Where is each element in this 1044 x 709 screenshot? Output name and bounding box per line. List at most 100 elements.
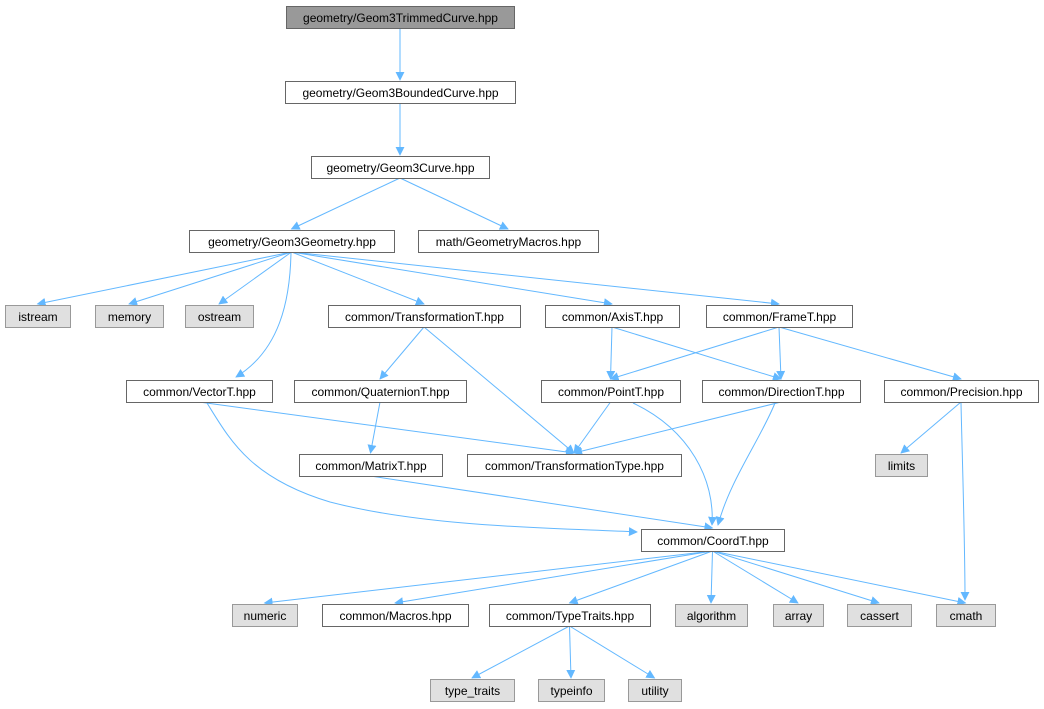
external-header-node: algorithm [675, 604, 748, 627]
node-box [232, 604, 298, 627]
edge-n2-to-n4 [399, 177, 509, 230]
edge-n14-to-n19 [715, 402, 776, 526]
edge-n10-to-n14 [776, 326, 786, 380]
external-header-node: type_traits [430, 679, 515, 702]
node-label: ostream [198, 310, 241, 324]
node-box [294, 380, 467, 403]
file-node[interactable]: geometry/Geom3Geometry.hpp [189, 230, 395, 253]
file-node[interactable]: geometry/Geom3Curve.hpp [311, 156, 490, 179]
node-box [418, 230, 599, 253]
edge-n11-to-n19 [206, 402, 638, 537]
node-box [489, 604, 651, 627]
edge-n3-to-n6 [128, 251, 292, 306]
edge-n3-to-n9 [291, 251, 613, 308]
node-box [95, 305, 164, 328]
node-label: common/AxisT.hpp [562, 310, 664, 324]
external-header-node: ostream [185, 305, 254, 328]
file-node[interactable]: common/VectorT.hpp [126, 380, 273, 403]
node-box [847, 604, 912, 627]
edge-n3-to-n11 [235, 252, 292, 378]
external-header-node: cassert [847, 604, 912, 627]
node-box [675, 604, 748, 627]
node-box [467, 454, 682, 477]
file-node[interactable]: common/TypeTraits.hpp [489, 604, 651, 627]
node-box [126, 380, 273, 403]
edge-n10-to-n13 [609, 326, 780, 381]
external-header-node: limits [875, 454, 928, 477]
edge-n3-to-n5 [36, 251, 292, 307]
node-label: math/GeometryMacros.hpp [436, 235, 582, 249]
node-label: common/VectorT.hpp [143, 385, 256, 399]
edge-n11-to-n17 [198, 401, 575, 457]
edge-n12-to-n16 [367, 401, 381, 454]
node-box [5, 305, 71, 328]
edge-n19-to-n22 [568, 550, 713, 605]
file-node[interactable]: common/QuaternionT.hpp [294, 380, 467, 403]
node-box [185, 305, 254, 328]
node-label: typeinfo [550, 684, 592, 698]
file-node[interactable]: math/GeometryMacros.hpp [418, 230, 599, 253]
node-box [328, 305, 521, 328]
node-label: numeric [244, 609, 287, 623]
node-box [545, 305, 680, 328]
node-label: common/TransformationType.hpp [485, 459, 664, 473]
file-node[interactable]: common/TransformationType.hpp [467, 454, 682, 477]
external-header-node: typeinfo [538, 679, 605, 702]
node-box [884, 380, 1039, 403]
file-node[interactable]: geometry/Geom3BoundedCurve.hpp [285, 81, 516, 104]
node-label: common/MatrixT.hpp [315, 459, 427, 473]
file-node[interactable]: common/CoordT.hpp [641, 529, 785, 552]
node-box [311, 156, 490, 179]
external-header-node: array [773, 604, 824, 627]
node-label: cassert [860, 609, 899, 623]
node-box [189, 230, 395, 253]
node-label: memory [108, 310, 151, 324]
edge-n3-to-n7 [218, 251, 292, 305]
node-box [773, 604, 824, 627]
node-box [641, 529, 785, 552]
node-label: common/Macros.hpp [339, 609, 451, 623]
file-node[interactable]: common/AxisT.hpp [545, 305, 680, 328]
file-node[interactable]: common/TransformationT.hpp [328, 305, 521, 328]
file-node[interactable]: common/MatrixT.hpp [299, 454, 443, 477]
node-box [936, 604, 996, 627]
edge-n16-to-n19 [370, 475, 714, 532]
node-label: common/Precision.hpp [900, 385, 1022, 399]
node-box [285, 81, 516, 104]
edge-n15-to-n18 [900, 401, 962, 454]
dependency-edges [36, 28, 970, 679]
node-label: utility [641, 684, 668, 698]
file-node[interactable]: common/PointT.hpp [541, 380, 681, 403]
edge-n2-to-n3 [290, 177, 401, 230]
edge-n19-to-n23 [706, 550, 716, 604]
node-box [875, 454, 928, 477]
root-file-node[interactable]: geometry/Geom3TrimmedCurve.hpp [286, 6, 515, 29]
edge-n10-to-n15 [778, 326, 962, 382]
edge-n8-to-n17 [423, 326, 575, 454]
edge-n19-to-n26 [712, 550, 967, 606]
edge-n19-to-n21 [394, 550, 713, 607]
external-header-node: istream [5, 305, 71, 328]
file-node[interactable]: common/Macros.hpp [322, 604, 469, 627]
edge-n3-to-n8 [291, 251, 425, 306]
node-label: algorithm [687, 609, 736, 623]
node-label: type_traits [445, 684, 500, 698]
file-node[interactable]: common/DirectionT.hpp [702, 380, 861, 403]
node-box [286, 6, 515, 29]
node-label: common/PointT.hpp [558, 385, 664, 399]
file-node[interactable]: common/FrameT.hpp [706, 305, 853, 328]
node-box [702, 380, 861, 403]
node-box [628, 679, 682, 702]
node-box [430, 679, 515, 702]
node-label: geometry/Geom3BoundedCurve.hpp [302, 86, 498, 100]
file-node[interactable]: common/Precision.hpp [884, 380, 1039, 403]
edge-n19-to-n24 [712, 550, 799, 604]
external-header-node: numeric [232, 604, 298, 627]
node-label: cmath [950, 609, 983, 623]
edge-n9-to-n14 [611, 326, 782, 381]
node-box [299, 454, 443, 477]
edge-n22-to-n27 [471, 625, 570, 679]
node-label: geometry/Geom3TrimmedCurve.hpp [303, 11, 498, 25]
edge-n22-to-n29 [569, 625, 656, 679]
